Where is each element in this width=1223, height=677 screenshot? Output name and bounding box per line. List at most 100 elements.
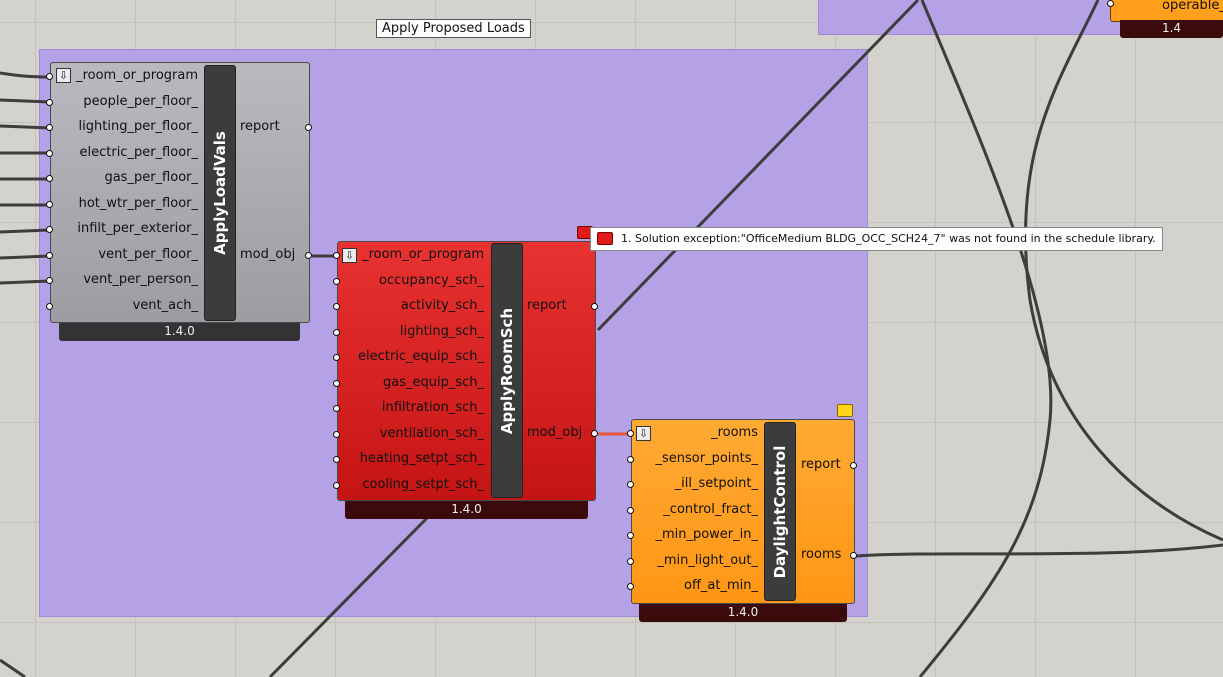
- input-label-heating-setpt-sch[interactable]: heating_setpt_sch_: [359, 451, 484, 466]
- output-port[interactable]: [591, 303, 598, 310]
- input-label-min-light-out[interactable]: _min_light_out_: [657, 552, 758, 568]
- input-label-occupancy-sch[interactable]: occupancy_sch_: [379, 272, 484, 288]
- component-title: ApplyRoomSch: [498, 307, 516, 434]
- port-label: operable_: [1162, 0, 1223, 13]
- input-port[interactable]: [627, 532, 634, 539]
- wire: [0, 254, 51, 260]
- input-label-vent-ach[interactable]: vent_ach_: [132, 297, 198, 313]
- input-label-min-power-in[interactable]: _min_power_in_: [655, 527, 758, 542]
- output-label-report[interactable]: report: [801, 457, 841, 472]
- input-port[interactable]: [627, 557, 634, 565]
- error-icon: [597, 232, 613, 245]
- input-port[interactable]: [1107, 0, 1114, 7]
- input-port[interactable]: [627, 455, 634, 463]
- input-label-rooms[interactable]: _rooms: [711, 425, 758, 440]
- component-offscreen[interactable]: operable_ 1.4: [1107, 0, 1223, 38]
- output-port[interactable]: [591, 430, 598, 437]
- output-label-mod-obj[interactable]: mod_obj: [527, 425, 583, 440]
- input-port[interactable]: [46, 251, 53, 259]
- input-port[interactable]: [46, 200, 53, 208]
- input-label-vent-per-person[interactable]: vent_per_person_: [83, 272, 198, 287]
- input-port[interactable]: [333, 277, 340, 285]
- component-title-bar[interactable]: DaylightControl: [764, 422, 796, 601]
- input-port[interactable]: [333, 481, 340, 489]
- input-port[interactable]: [333, 379, 340, 387]
- input-label-infiltration-sch[interactable]: infiltration_sch_: [381, 400, 484, 415]
- wire: [918, 0, 1053, 677]
- wire: [0, 98, 51, 104]
- component-apply-load-vals[interactable]: ⇩ ApplyLoadVals 1.4.0: [50, 62, 310, 342]
- input-port[interactable]: [627, 430, 634, 437]
- input-port[interactable]: [46, 98, 53, 106]
- input-port[interactable]: [333, 405, 340, 412]
- output-port[interactable]: [305, 252, 312, 259]
- input-port[interactable]: [333, 430, 340, 438]
- input-port[interactable]: [333, 456, 340, 463]
- wire: [0, 71, 51, 79]
- input-label-off-at-min[interactable]: off_at_min_: [684, 578, 758, 593]
- input-label-cooling-setpt-sch[interactable]: cooling_setpt_sch_: [362, 476, 484, 492]
- input-label-lighting-per-floor[interactable]: lighting_per_floor_: [78, 119, 198, 134]
- input-label-ventilation-sch[interactable]: ventilation_sch_: [379, 425, 484, 441]
- input-label-room-or-program[interactable]: _room_or_program: [362, 247, 484, 262]
- output-label-mod-obj[interactable]: mod_obj: [240, 247, 296, 262]
- component-apply-room-sch[interactable]: ⇩ ApplyRoomSch 1.4.0: [337, 241, 596, 521]
- output-label-report[interactable]: report: [240, 119, 280, 134]
- input-port[interactable]: [46, 175, 53, 182]
- input-port[interactable]: [46, 226, 53, 233]
- input-port[interactable]: [46, 73, 53, 80]
- component-title-bar[interactable]: ApplyLoadVals: [204, 65, 236, 321]
- input-label-control-fract[interactable]: _control_fract_: [663, 501, 758, 517]
- input-label-vent-per-floor[interactable]: vent_per_floor_: [98, 246, 198, 262]
- input-label-electric-per-floor[interactable]: electric_per_floor_: [79, 144, 199, 160]
- input-label-room-or-program[interactable]: _room_or_program: [76, 68, 198, 83]
- input-label-gas-equip-sch[interactable]: gas_equip_sch_: [382, 374, 484, 390]
- expand-arrow-icon[interactable]: ⇩: [56, 68, 71, 83]
- error-message: 1. Solution exception:"OfficeMedium BLDG…: [621, 232, 1156, 245]
- wire: [1023, 0, 1223, 542]
- output-port[interactable]: [850, 552, 857, 559]
- component-title: ApplyLoadVals: [211, 131, 229, 255]
- error-tooltip: 1. Solution exception:"OfficeMedium BLDG…: [590, 227, 1163, 251]
- version-label: 1.4.0: [345, 501, 588, 519]
- group-label[interactable]: Apply Proposed Loads: [376, 19, 531, 38]
- input-port[interactable]: [46, 149, 53, 157]
- input-label-activity-sch[interactable]: activity_sch_: [400, 298, 484, 313]
- input-port[interactable]: [627, 583, 634, 590]
- input-label-lighting-sch[interactable]: lighting_sch_: [399, 323, 484, 339]
- input-label-electric-equip-sch[interactable]: electric_equip_sch_: [358, 349, 484, 364]
- input-port[interactable]: [333, 252, 340, 259]
- version-label: 1.4: [1120, 20, 1223, 38]
- wire: [855, 543, 1223, 558]
- version-label: 1.4.0: [59, 323, 300, 341]
- component-title-bar[interactable]: ApplyRoomSch: [491, 243, 523, 498]
- wire: [0, 124, 51, 130]
- expand-arrow-icon[interactable]: ⇩: [636, 426, 651, 441]
- output-label-report[interactable]: report: [527, 298, 567, 313]
- input-port[interactable]: [627, 481, 634, 488]
- output-port[interactable]: [305, 124, 312, 131]
- input-port[interactable]: [333, 328, 340, 336]
- input-port[interactable]: [627, 506, 634, 514]
- wire: [596, 0, 920, 332]
- input-label-people-per-floor[interactable]: people_per_floor_: [83, 93, 198, 109]
- output-label-rooms[interactable]: rooms: [801, 547, 842, 562]
- input-label-gas-per-floor[interactable]: gas_per_floor_: [104, 170, 198, 185]
- input-port[interactable]: [333, 354, 340, 361]
- input-port[interactable]: [333, 303, 340, 310]
- component-title: DaylightControl: [771, 445, 789, 578]
- warning-balloon-icon[interactable]: [837, 404, 853, 417]
- input-port[interactable]: [46, 302, 53, 310]
- input-port[interactable]: [46, 277, 53, 284]
- input-label-ill-setpoint[interactable]: _ill_setpoint_: [674, 476, 758, 491]
- expand-arrow-icon[interactable]: ⇩: [342, 248, 357, 263]
- input-port[interactable]: [46, 124, 53, 131]
- input-label-sensor-points[interactable]: _sensor_points_: [655, 450, 758, 466]
- input-label-infilt-per-exterior[interactable]: infilt_per_exterior_: [77, 221, 198, 236]
- input-label-hot-wtr-per-floor[interactable]: hot_wtr_per_floor_: [78, 195, 198, 211]
- component-daylight-control[interactable]: ⇩ DaylightControl 1.4.0: [631, 419, 855, 622]
- wire: [0, 279, 51, 285]
- output-port[interactable]: [850, 462, 857, 469]
- version-label: 1.4.0: [639, 604, 847, 622]
